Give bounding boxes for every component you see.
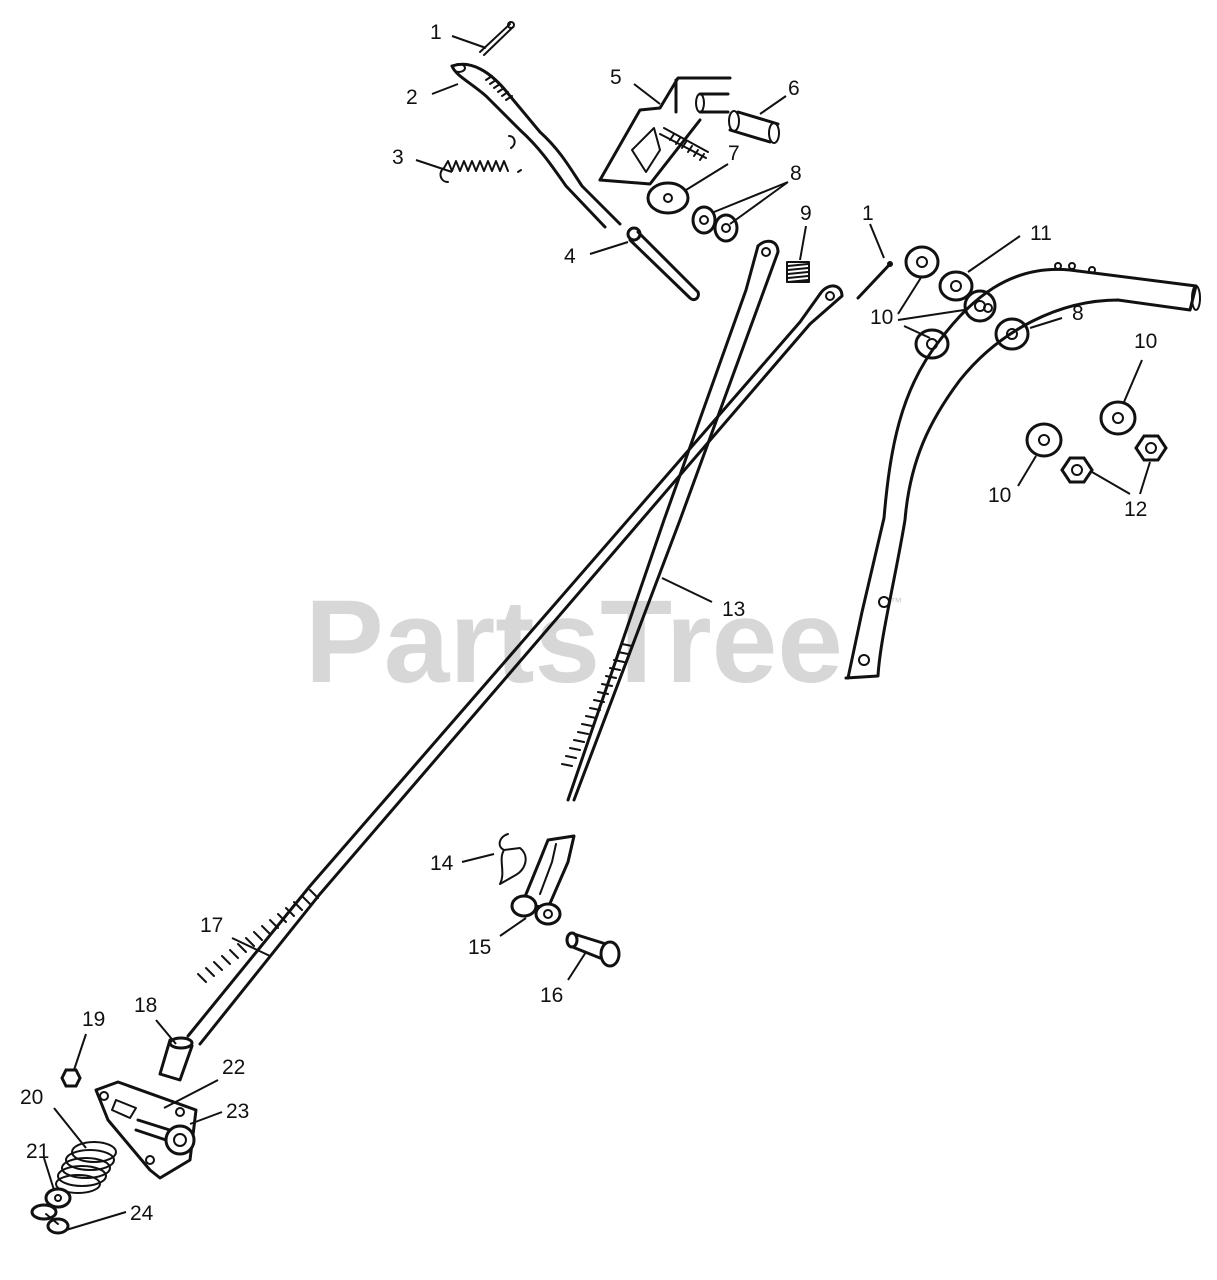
compression-spring <box>55 1141 117 1194</box>
handle-grip-tube <box>695 92 780 144</box>
pivot-pin <box>626 226 700 302</box>
callout-19: 19 <box>82 1008 105 1031</box>
callout-14: 14 <box>430 852 454 875</box>
callout-2: 2 <box>406 86 418 109</box>
callout-6: 6 <box>788 77 800 100</box>
washers-lower-right <box>1025 400 1137 458</box>
handle-bracket <box>844 262 1201 680</box>
callout-11: 11 <box>1030 222 1052 245</box>
callout-1-right: 1 <box>862 202 874 225</box>
watermark-text: PartsTree <box>305 576 843 708</box>
callout-10-left: 10 <box>870 306 893 329</box>
callout-10-bottom: 10 <box>988 484 1011 507</box>
bracket-bolt <box>134 1118 196 1156</box>
washers-pair <box>691 205 739 243</box>
callout-15: 15 <box>468 936 491 959</box>
callout-12: 12 <box>1124 498 1147 521</box>
callout-17: 17 <box>200 914 223 937</box>
control-rod-17 <box>186 284 844 1046</box>
coupler <box>158 1036 194 1082</box>
cotter-pin-right <box>856 261 893 300</box>
callout-4: 4 <box>564 245 576 268</box>
watermark-trademark: ™ <box>890 595 902 609</box>
callout-labels: 1 2 3 4 5 6 7 8 9 1 11 10 8 10 10 12 13 … <box>20 21 1157 1225</box>
clevis <box>510 834 576 926</box>
clevis-pin <box>565 931 621 968</box>
callout-18: 18 <box>134 994 157 1017</box>
control-rod-13 <box>561 239 780 802</box>
callout-13: 13 <box>722 598 745 621</box>
callout-24: 24 <box>130 1202 154 1225</box>
lever-bracket <box>598 76 732 186</box>
callout-23: 23 <box>226 1100 249 1123</box>
callout-7: 7 <box>728 142 740 165</box>
spring-washer <box>44 1187 72 1209</box>
control-bracket <box>94 1080 198 1180</box>
control-lever <box>450 62 622 229</box>
callout-5: 5 <box>610 66 622 89</box>
washer-stack-right <box>904 245 1030 360</box>
callout-3: 3 <box>392 146 404 169</box>
leader-lines <box>43 35 1151 1231</box>
cotter-pin-top <box>479 21 515 56</box>
tension-spring <box>439 135 522 183</box>
hex-nut <box>60 1068 82 1088</box>
small-spring <box>786 261 810 283</box>
callout-8-right: 8 <box>1072 302 1084 325</box>
washer-large <box>646 181 690 215</box>
callout-1-top: 1 <box>430 21 442 44</box>
callout-8-top: 8 <box>790 162 802 185</box>
callout-9: 9 <box>800 202 812 225</box>
hairpin-clip <box>498 833 527 885</box>
callout-10-right: 10 <box>1134 330 1157 353</box>
callout-16: 16 <box>540 984 563 1007</box>
callout-20: 20 <box>20 1086 43 1109</box>
wing-nut <box>30 1203 70 1235</box>
callout-21: 21 <box>26 1140 49 1163</box>
callout-22: 22 <box>222 1056 245 1079</box>
lock-nuts <box>1060 434 1168 484</box>
